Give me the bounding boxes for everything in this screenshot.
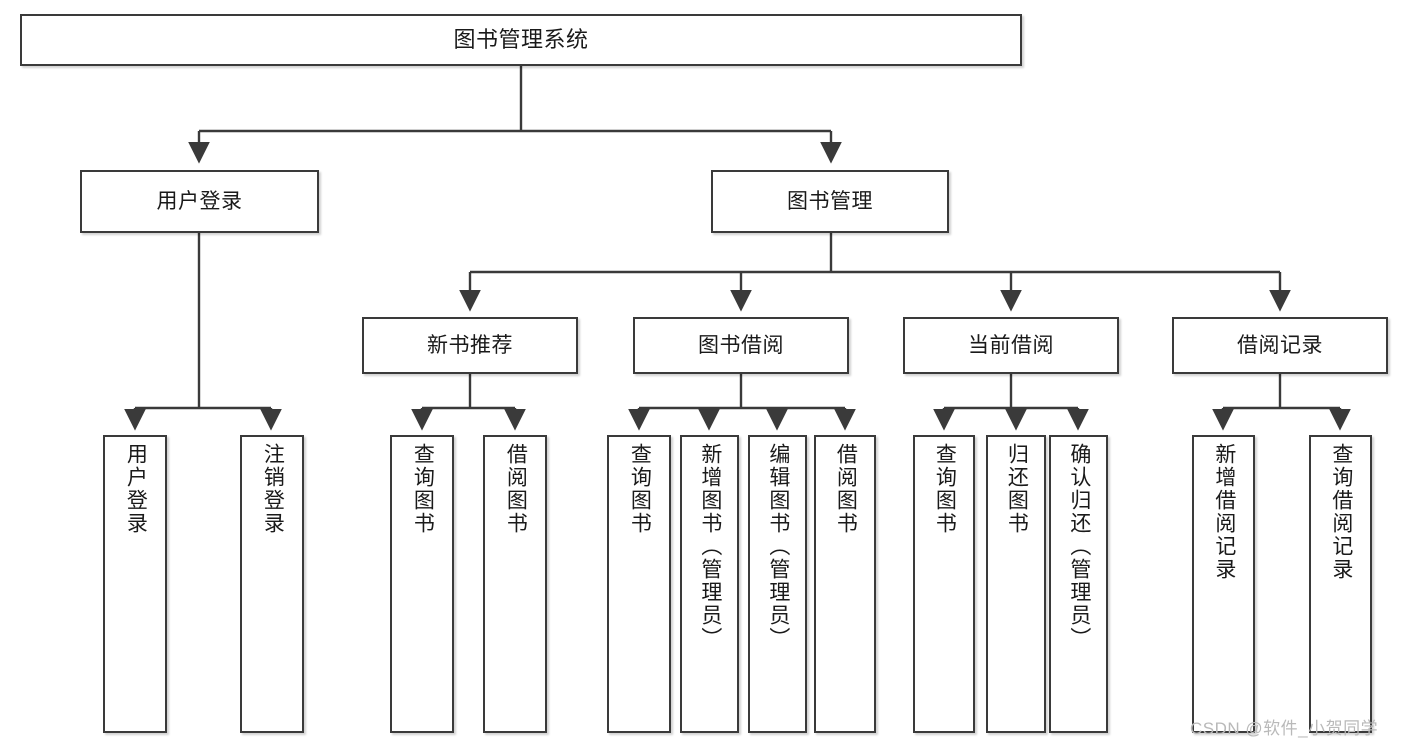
node-root-label: 图书管理系统 [453,26,589,52]
node-borrow-record[interactable]: 借阅记录 [1172,317,1388,374]
leaf-add-book-admin[interactable]: 新增图书（管理员） [680,435,739,733]
leaf-add-borrow-record-label: 新增借阅记录 [1212,443,1236,581]
node-current-borrow-label: 当前借阅 [968,333,1054,357]
node-user-login-label: 用户登录 [156,189,243,213]
node-new-book-recommend[interactable]: 新书推荐 [362,317,578,374]
leaf-add-borrow-record[interactable]: 新增借阅记录 [1192,435,1255,733]
leaf-user-login-label: 用户登录 [124,443,148,535]
leaf-query-book-1[interactable]: 查询图书 [390,435,454,733]
node-new-book-recommend-label: 新书推荐 [427,333,513,357]
leaf-return-book-label: 归还图书 [1005,443,1029,535]
node-current-borrow[interactable]: 当前借阅 [903,317,1119,374]
node-book-management[interactable]: 图书管理 [711,170,949,233]
leaf-edit-book-admin[interactable]: 编辑图书（管理员） [748,435,807,733]
leaf-logout[interactable]: 注销登录 [240,435,304,733]
leaf-add-book-admin-label: 新增图书（管理员） [698,443,722,650]
leaf-query-book-3-label: 查询图书 [933,443,957,535]
leaf-logout-label: 注销登录 [261,443,285,535]
leaf-borrow-book-1-label: 借阅图书 [504,443,528,535]
leaf-edit-book-admin-label: 编辑图书（管理员） [766,443,790,650]
leaf-query-book-3[interactable]: 查询图书 [913,435,975,733]
leaf-confirm-return-admin-label: 确认归还（管理员） [1067,443,1091,650]
leaf-query-book-2-label: 查询图书 [628,443,652,535]
leaf-query-book-1-label: 查询图书 [411,443,435,535]
leaf-borrow-book-2-label: 借阅图书 [834,443,858,535]
node-book-management-label: 图书管理 [787,189,873,213]
node-root[interactable]: 图书管理系统 [20,14,1022,66]
leaf-return-book[interactable]: 归还图书 [986,435,1046,733]
node-borrow-record-label: 借阅记录 [1237,333,1323,357]
leaf-query-borrow-record[interactable]: 查询借阅记录 [1309,435,1372,733]
leaf-user-login[interactable]: 用户登录 [103,435,167,733]
leaf-borrow-book-1[interactable]: 借阅图书 [483,435,547,733]
node-book-borrow-label: 图书借阅 [698,333,784,357]
leaf-borrow-book-2[interactable]: 借阅图书 [814,435,876,733]
node-user-login[interactable]: 用户登录 [80,170,319,233]
leaf-query-book-2[interactable]: 查询图书 [607,435,671,733]
leaf-query-borrow-record-label: 查询借阅记录 [1329,443,1353,581]
node-book-borrow[interactable]: 图书借阅 [633,317,849,374]
leaf-confirm-return-admin[interactable]: 确认归还（管理员） [1049,435,1108,733]
